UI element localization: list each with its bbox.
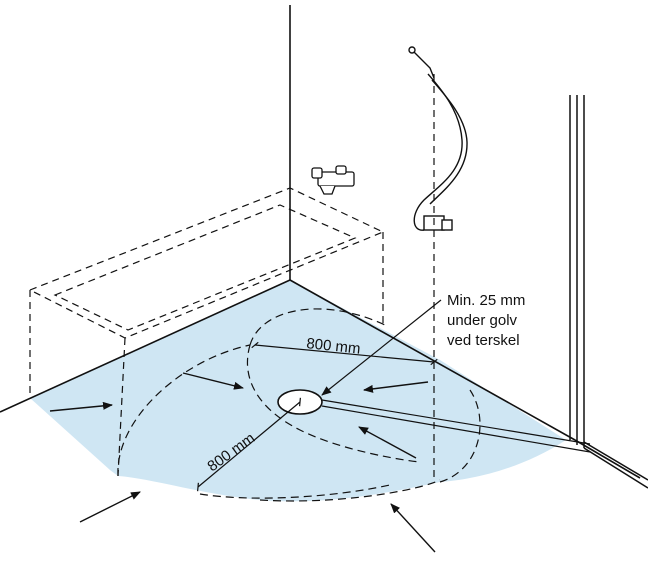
slope-arrow-icon (79, 491, 141, 523)
bath-mixer-icon (311, 165, 355, 195)
note-line-3: ved terskel (447, 332, 520, 349)
door-frame (569, 95, 648, 489)
drain-radius-circles (117, 308, 481, 502)
bathtub-outline (28, 187, 385, 477)
slope-arrow-icon (358, 426, 417, 459)
note-leader-line (321, 299, 442, 396)
threshold-line-a (321, 399, 591, 445)
slope-arrow-icon (49, 401, 113, 412)
threshold-line-b (321, 405, 591, 453)
slope-arrows (49, 372, 436, 553)
dim-line-diag (197, 397, 301, 492)
hand-shower-icon (408, 46, 468, 480)
dim-label-top: 800 mm (306, 335, 362, 358)
floor-wall-right-edge-extension (574, 439, 641, 479)
note-line-1: Min. 25 mm (447, 292, 525, 309)
slope-arrow-icon (182, 372, 244, 390)
dim-line-top (251, 341, 438, 366)
floor-wall-left-edge (0, 279, 291, 413)
slope-arrow-icon (363, 381, 429, 393)
slope-arrow-icon (390, 503, 436, 553)
note-line-2: under golv (447, 312, 518, 329)
